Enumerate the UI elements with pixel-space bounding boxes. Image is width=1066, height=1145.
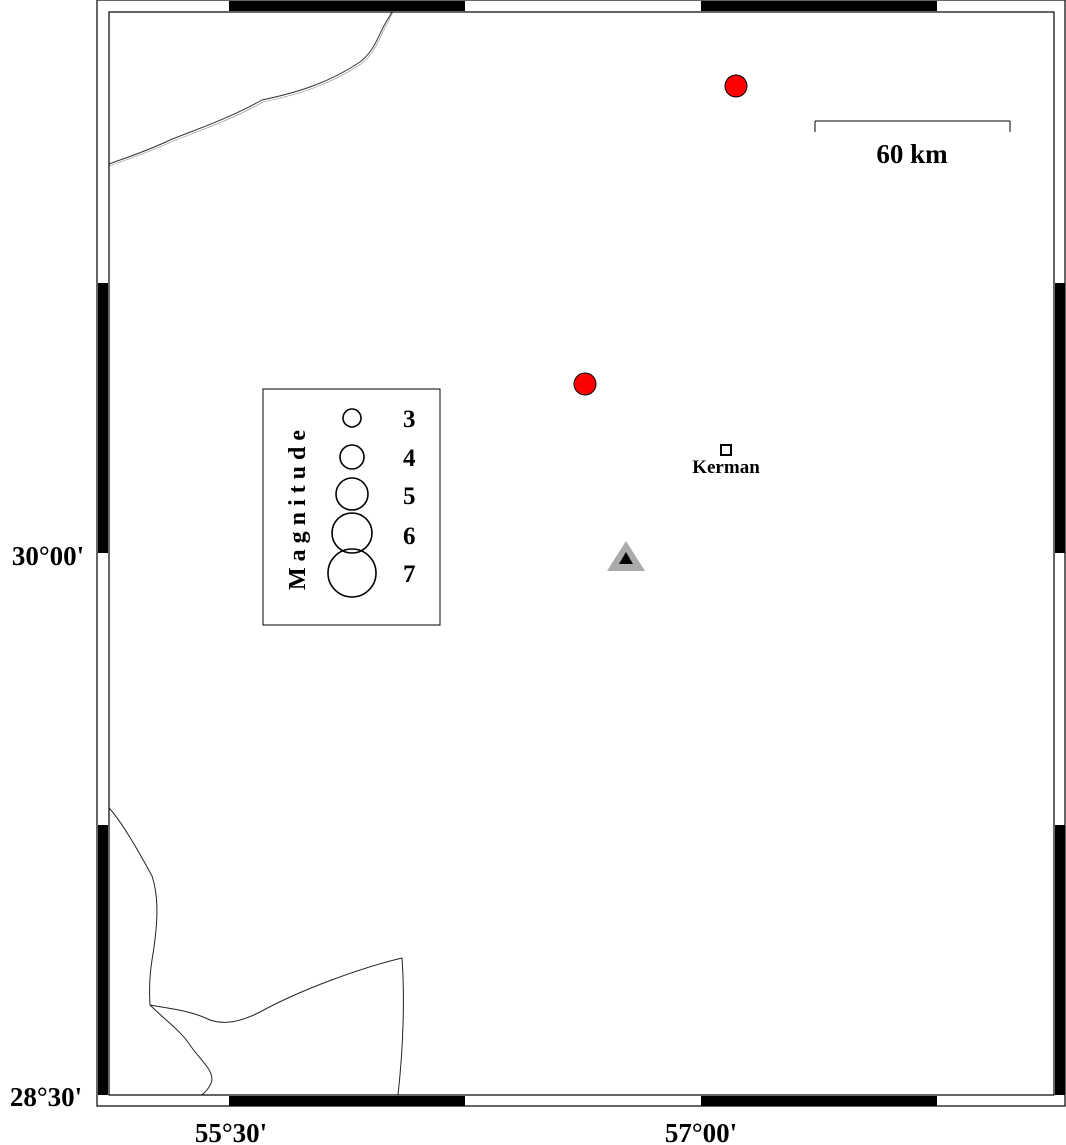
legend-circle-6 [331,512,373,554]
legend-label-6: 6 [403,523,416,550]
x-label-55-30: 55°30' [195,1118,267,1145]
scale-bar-label: 60 km [876,139,948,169]
legend-label-4: 4 [403,445,416,472]
map-frame-inner [108,11,1055,1096]
x-label-57-00: 57°00' [665,1118,737,1145]
magnitude-legend: Magnitude 3 4 5 6 7 [262,388,441,626]
epicenter-central [573,372,597,396]
frame-left [98,283,108,1095]
coastline-north [108,11,393,165]
city-square-icon [720,444,732,456]
scale-bar: 60 km [814,120,1011,169]
y-label-28-30: 28°30' [10,1082,82,1112]
legend-label-3: 3 [403,406,416,433]
epicenter-north [724,74,748,98]
coastline-south [108,807,404,1096]
legend-circle-3 [342,408,362,428]
legend-title: Magnitude [285,424,311,590]
legend-label-7: 7 [403,561,416,588]
legend-box [262,388,441,626]
city-label: Kerman [692,457,760,478]
legend-label-5: 5 [403,483,416,510]
frame-bottom [229,1096,937,1106]
coastline-south-bay [149,1004,213,1096]
legend-circle-4 [339,444,365,470]
coastline-north-inner [108,11,394,167]
frame-right [1055,283,1065,1095]
legend-circle-5 [335,477,369,511]
legend-circle-7 [327,548,377,598]
station-triangle-icon [607,541,645,571]
frame-top [229,1,937,11]
city-kerman: Kerman [692,444,760,478]
map-area [109,12,1054,1095]
y-label-30-00: 30°00' [12,541,84,571]
